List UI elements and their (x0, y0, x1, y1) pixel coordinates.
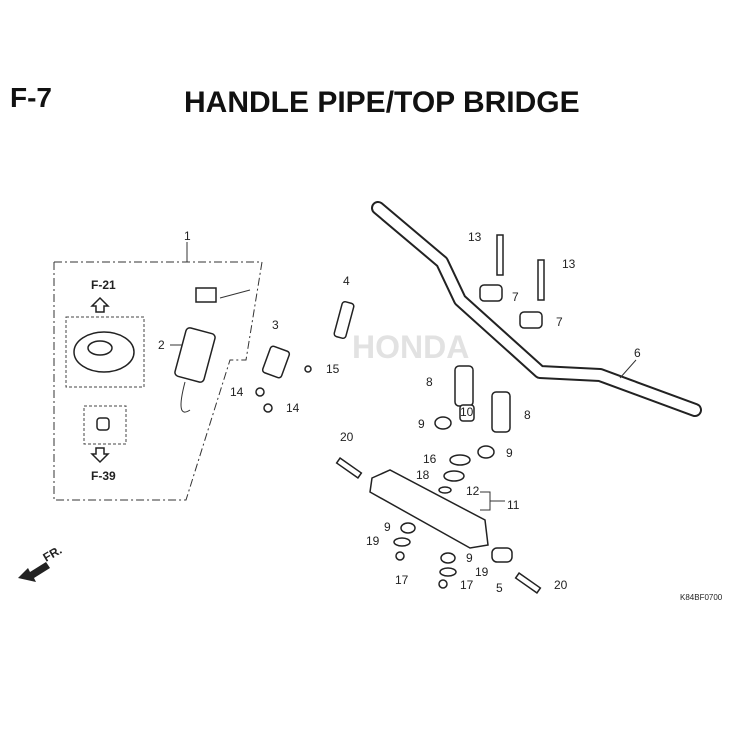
washer-16 (449, 454, 471, 466)
ignition-switch-part (174, 327, 216, 383)
callout-20: 20 (340, 430, 354, 444)
callout-11: 11 (507, 498, 520, 512)
callout-6: 6 (634, 346, 641, 360)
nut-17a (395, 551, 405, 561)
bolt-13a (496, 234, 504, 276)
bolt-20b (514, 572, 542, 594)
fuel-cap-box (65, 316, 145, 388)
cap-5 (491, 547, 513, 563)
callout-12: 12 (466, 484, 480, 498)
callout-15: 15 (326, 362, 340, 376)
bolt-20a (335, 457, 363, 479)
washer-19b (439, 567, 457, 577)
diagram-code: K84BF0700 (680, 593, 723, 602)
callout-19: 19 (366, 534, 380, 548)
top-bridge-part (369, 469, 489, 549)
washer-12 (438, 486, 452, 494)
front-label: FR. (41, 543, 65, 565)
callout-18: 18 (416, 468, 430, 482)
leader-6 (619, 359, 637, 379)
callout-8: 8 (426, 375, 433, 389)
key-blank-part (333, 300, 355, 340)
fuel-cap-center (87, 340, 113, 356)
cushion-9a (434, 416, 452, 430)
screw-14b (263, 403, 273, 413)
front-arrow-icon (18, 562, 50, 582)
lower-holder-b (491, 391, 511, 433)
bolt-13b (537, 259, 545, 301)
ignition-key-tag (195, 287, 217, 303)
handle-pipe-part (373, 203, 700, 415)
lock-bracket-part (261, 345, 291, 379)
cushion-9c (400, 522, 416, 534)
ref-f21: F-21 (91, 278, 116, 292)
ignition-key (219, 289, 251, 299)
seat-lock-box (83, 405, 127, 445)
cushion-9b (477, 445, 495, 459)
screw-14a (255, 387, 265, 397)
section-number: F-7 (10, 82, 52, 113)
honda-watermark: HONDA (352, 329, 469, 365)
callout-14: 14 (286, 401, 300, 415)
leader-11-bracket (480, 491, 505, 511)
callout-5: 5 (496, 581, 503, 595)
callout-9: 9 (418, 417, 425, 431)
cushion-9d (440, 552, 456, 564)
callout-labels: 1 2 3 4 15 14 14 13 13 7 7 6 8 8 10 9 9 … (158, 229, 641, 595)
arrow-down-icon (90, 447, 110, 464)
callout-3: 3 (272, 318, 279, 332)
callout-9: 9 (384, 520, 391, 534)
upper-holder-a (479, 284, 503, 302)
callout-17: 17 (460, 578, 474, 592)
callout-1: 1 (184, 229, 191, 243)
callout-14: 14 (230, 385, 244, 399)
callout-8: 8 (524, 408, 531, 422)
callout-7: 7 (512, 290, 519, 304)
assembly-1-outline (53, 261, 263, 501)
callout-9: 9 (466, 551, 473, 565)
callout-19: 19 (475, 565, 489, 579)
nut-18 (443, 470, 465, 482)
ignition-wire (180, 381, 191, 413)
callout-13: 13 (562, 257, 576, 271)
callout-16: 16 (423, 452, 437, 466)
page-title: HANDLE PIPE/TOP BRIDGE (184, 86, 580, 119)
collar-10 (459, 404, 475, 422)
ref-f39: F-39 (91, 469, 116, 483)
nut-17b (438, 579, 448, 589)
arrow-up-icon (90, 296, 110, 313)
washer-19a (393, 537, 411, 547)
callout-7: 7 (556, 315, 563, 329)
screw-15 (304, 365, 312, 373)
callout-20: 20 (554, 578, 568, 592)
lower-holder-a (454, 365, 474, 407)
callout-4: 4 (343, 274, 350, 288)
callout-10: 10 (460, 405, 474, 419)
seat-lock-part (96, 417, 110, 431)
callout-9: 9 (506, 446, 513, 460)
callout-2: 2 (158, 338, 165, 352)
callout-17: 17 (395, 573, 409, 587)
upper-holder-b (519, 311, 543, 329)
callout-13: 13 (468, 230, 482, 244)
